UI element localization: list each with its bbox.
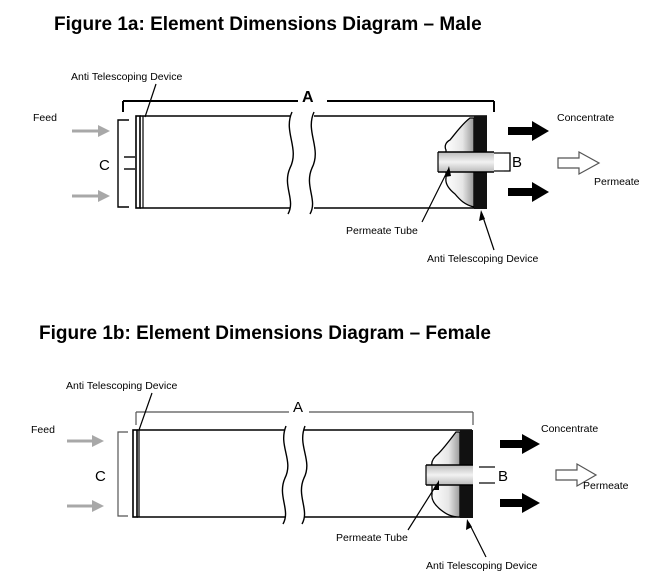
dimension-b-label: B <box>498 468 508 485</box>
dimension-c-label: C <box>95 468 106 485</box>
dimension-b-label: B <box>512 154 522 171</box>
atd-top-label: Anti Telescoping Device <box>66 380 177 392</box>
atd-top-leader <box>138 392 153 431</box>
feed-label: Feed <box>31 424 55 436</box>
atd-bottom-leader <box>466 519 487 558</box>
element-body <box>132 429 472 518</box>
atd-top-leader <box>144 83 157 118</box>
permeate-tube-label: Permeate Tube <box>346 225 418 237</box>
atd-bottom-label: Anti Telescoping Device <box>426 560 537 572</box>
atd-bottom-label: Anti Telescoping Device <box>427 253 538 265</box>
break-mark <box>281 425 308 525</box>
atd-bottom-leader <box>479 210 495 251</box>
permeate-label: Permeate <box>583 480 629 492</box>
dimension-c-label: C <box>99 157 110 174</box>
concentrate-arrow-icon <box>508 121 549 202</box>
permeate-tube <box>425 464 473 486</box>
dimension-a-line <box>122 100 495 112</box>
dimension-c-bracket <box>117 119 135 208</box>
permeate-arrow-icon <box>557 150 601 176</box>
permeate-tube <box>437 151 504 173</box>
concentrate-label: Concentrate <box>541 423 598 435</box>
atd-top-label: Anti Telescoping Device <box>71 71 182 83</box>
figure-1b-title: Figure 1b: Element Dimensions Diagram – … <box>39 323 491 344</box>
dimension-a-label: A <box>293 399 303 416</box>
figure-1b-diagram: A Anti Telescoping Device C Feed <box>31 380 629 572</box>
concentrate-arrow-icon <box>500 434 540 513</box>
dimension-c-bracket <box>117 431 128 517</box>
dimension-a-label: A <box>302 89 314 106</box>
feed-arrow-icon <box>67 435 104 512</box>
feed-arrow-icon <box>72 125 110 202</box>
concentrate-label: Concentrate <box>557 112 614 124</box>
feed-label: Feed <box>33 112 57 124</box>
permeate-tube-leader <box>407 480 439 531</box>
break-mark <box>286 111 316 215</box>
permeate-arrow-icon <box>555 462 598 488</box>
permeate-label: Permeate <box>594 176 640 188</box>
figure-1a-diagram: A Anti Telescoping Device C Feed <box>33 71 640 265</box>
element-body <box>135 115 487 209</box>
dimension-b-bracket <box>504 152 511 172</box>
permeate-tube-leader <box>421 166 451 223</box>
permeate-tube-label: Permeate Tube <box>336 532 408 544</box>
dimension-b-bracket <box>479 466 495 484</box>
figure-1a-title: Figure 1a: Element Dimensions Diagram – … <box>54 14 482 35</box>
dimension-a-line <box>135 411 474 425</box>
